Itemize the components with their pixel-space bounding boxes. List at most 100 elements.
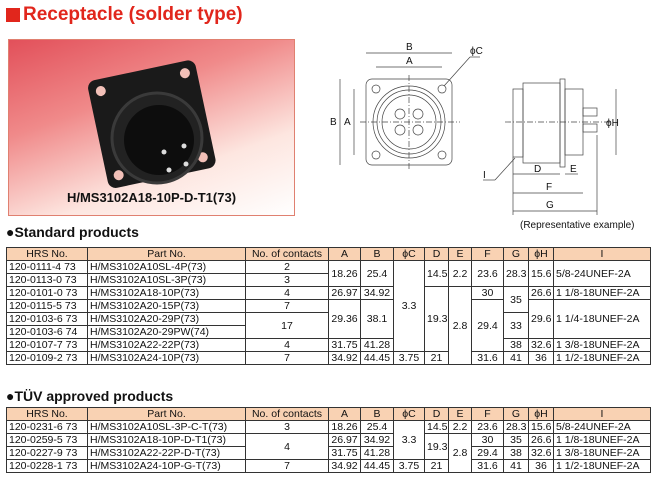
header-i: I bbox=[553, 247, 651, 261]
cell-part-no: H/MS3102A24-10P-G-T(73) bbox=[87, 459, 246, 473]
cell-i: 1 1/2-18UNEF-2A bbox=[553, 459, 651, 473]
cell-hrs-no: 120-0259-5 73 bbox=[6, 433, 88, 447]
cell-e: 2.8 bbox=[448, 433, 472, 473]
cell-i: 5/8-24UNEF-2A bbox=[553, 260, 651, 287]
cell-h: 26.6 bbox=[528, 433, 554, 447]
cell-contacts: 17 bbox=[245, 312, 329, 339]
cell-f: 29.4 bbox=[471, 299, 504, 352]
header-h: ϕH bbox=[528, 407, 554, 421]
cell-h: 32.6 bbox=[528, 446, 554, 460]
cell-hrs-no: 120-0107-7 73 bbox=[6, 338, 88, 352]
header-i: I bbox=[553, 407, 651, 421]
header-part-no: Part No. bbox=[87, 407, 246, 421]
dim-label-e: E bbox=[570, 164, 577, 175]
representative-note: (Representative example) bbox=[520, 220, 635, 231]
dim-label-g: G bbox=[546, 200, 554, 211]
dim-label-a: A bbox=[406, 56, 413, 67]
cell-c: 3.3 bbox=[393, 420, 425, 460]
header-f: F bbox=[471, 407, 504, 421]
cell-g: 41 bbox=[503, 351, 529, 365]
cell-contacts: 3 bbox=[245, 420, 329, 434]
header-a: A bbox=[328, 407, 361, 421]
cell-a: 18.26 bbox=[328, 260, 361, 287]
header-contacts: No. of contacts bbox=[245, 247, 329, 261]
header-g: G bbox=[503, 407, 529, 421]
cell-f: 30 bbox=[471, 433, 504, 447]
cell-i: 1 1/4-18UNEF-2A bbox=[553, 299, 651, 339]
cell-hrs-no: 120-0111-4 73 bbox=[6, 260, 88, 274]
section-title: Receptacle (solder type) bbox=[6, 4, 243, 26]
cell-hrs-no: 120-0101-0 73 bbox=[6, 286, 88, 300]
cell-contacts: 4 bbox=[245, 286, 329, 300]
cell-i: 1 1/8-18UNEF-2A bbox=[553, 433, 651, 447]
cell-e: 2.2 bbox=[448, 260, 472, 287]
photo-caption: H/MS3102A18-10P-D-T1(73) bbox=[66, 190, 237, 205]
dimension-drawing: B A B A ϕC D E F G ϕH I (Representative … bbox=[330, 42, 635, 231]
dim-label-b: B bbox=[406, 42, 413, 53]
cell-f: 31.6 bbox=[471, 459, 504, 473]
header-hrs-no: HRS No. bbox=[6, 407, 88, 421]
header-h: ϕH bbox=[528, 247, 554, 261]
cell-b: 41.28 bbox=[360, 338, 394, 352]
cell-part-no: H/MS3102A18-10P-D-T1(73) bbox=[87, 433, 246, 447]
cell-hrs-no: 120-0109-2 73 bbox=[6, 351, 88, 365]
cell-hrs-no: 120-0231-6 73 bbox=[6, 420, 88, 434]
cell-i: 5/8-24UNEF-2A bbox=[553, 420, 651, 434]
cell-i: 1 1/2-18UNEF-2A bbox=[553, 351, 651, 365]
cell-b: 41.28 bbox=[360, 446, 394, 460]
cell-part-no: H/MS3102A10SL-3P-C-T(73) bbox=[87, 420, 246, 434]
cell-g: 35 bbox=[503, 433, 529, 447]
dim-label-b-vertical: B bbox=[330, 117, 337, 128]
cell-contacts: 7 bbox=[245, 459, 329, 473]
dim-label-d: D bbox=[534, 164, 541, 175]
header-g: G bbox=[503, 247, 529, 261]
cell-b: 44.45 bbox=[360, 459, 394, 473]
cell-part-no: H/MS3102A20-15P(73) bbox=[87, 299, 246, 313]
cell-f: 31.6 bbox=[471, 351, 504, 365]
header-contacts: No. of contacts bbox=[245, 407, 329, 421]
cell-contacts: 7 bbox=[245, 351, 329, 365]
header-e: E bbox=[448, 407, 472, 421]
cell-c: 3.75 bbox=[393, 351, 425, 365]
cell-part-no: H/MS3102A20-29PW(74) bbox=[87, 325, 246, 339]
cell-c: 3.75 bbox=[393, 459, 425, 473]
red-square-icon bbox=[6, 8, 20, 22]
cell-a: 26.97 bbox=[328, 433, 361, 447]
cell-f: 29.4 bbox=[471, 446, 504, 460]
cell-b: 25.4 bbox=[360, 260, 394, 287]
cell-f: 23.6 bbox=[471, 260, 504, 287]
cell-part-no: H/MS3102A22-22P-D-T(73) bbox=[87, 446, 246, 460]
cell-a: 18.26 bbox=[328, 420, 361, 434]
cell-hrs-no: 120-0103-6 73 bbox=[6, 312, 88, 326]
cell-c: 3.3 bbox=[393, 260, 425, 352]
product-photo: H/MS3102A18-10P-D-T1(73) bbox=[8, 39, 295, 216]
cell-part-no: H/MS3102A20-29P(73) bbox=[87, 312, 246, 326]
cell-a: 34.92 bbox=[328, 351, 361, 365]
cell-i: 1 3/8-18UNEF-2A bbox=[553, 446, 651, 460]
header-c: ϕC bbox=[393, 247, 425, 261]
cell-contacts: 4 bbox=[245, 433, 329, 460]
cell-d: 14.5 bbox=[424, 420, 449, 434]
cell-b: 25.4 bbox=[360, 420, 394, 434]
cell-g: 41 bbox=[503, 459, 529, 473]
cell-d: 14.5 bbox=[424, 260, 449, 287]
dim-label-i: I bbox=[483, 170, 486, 181]
cell-contacts: 3 bbox=[245, 273, 329, 287]
cell-b: 34.92 bbox=[360, 286, 394, 300]
cell-part-no: H/MS3102A10SL-3P(73) bbox=[87, 273, 246, 287]
cell-g: 38 bbox=[503, 338, 529, 352]
header-hrs-no: HRS No. bbox=[6, 247, 88, 261]
cell-b: 38.1 bbox=[360, 299, 394, 339]
header-b: B bbox=[360, 407, 394, 421]
header-c: ϕC bbox=[393, 407, 425, 421]
cell-hrs-no: 120-0228-1 73 bbox=[6, 459, 88, 473]
cell-a: 31.75 bbox=[328, 338, 361, 352]
